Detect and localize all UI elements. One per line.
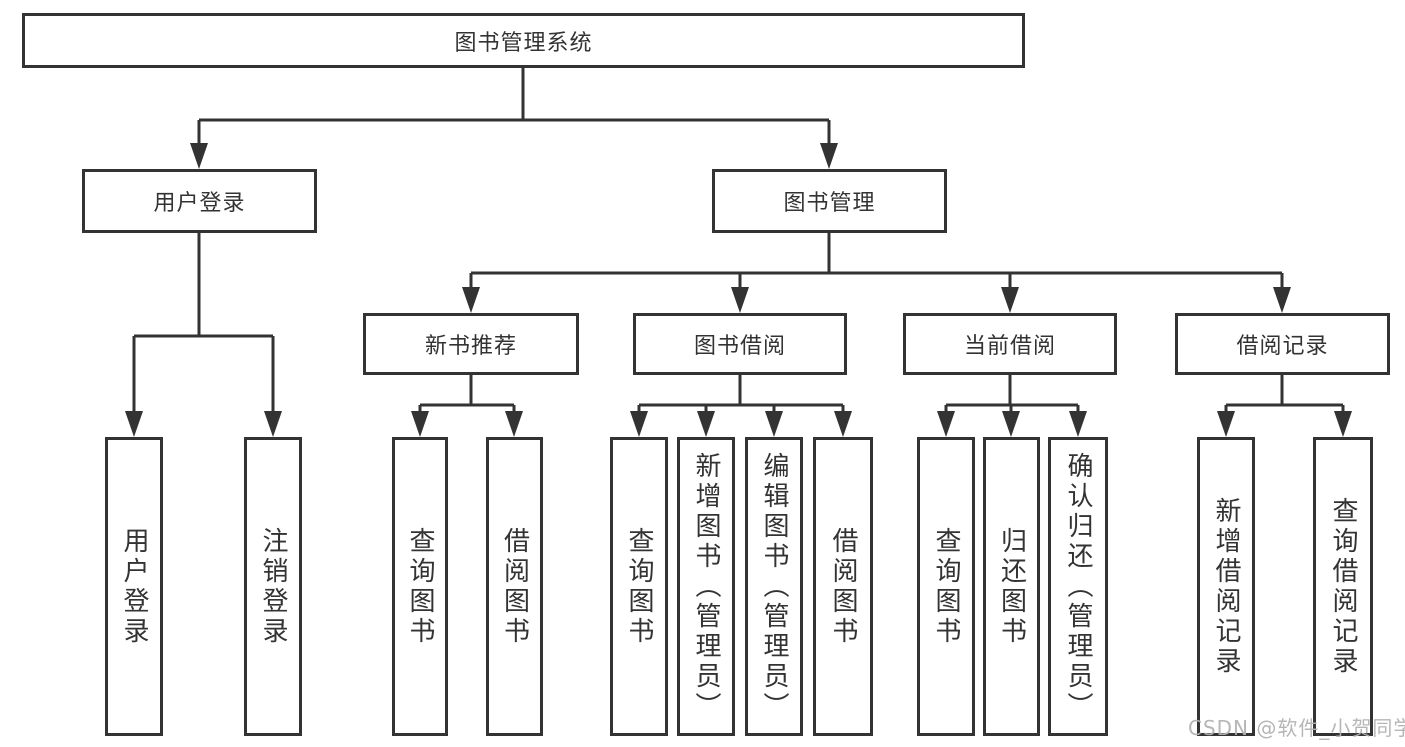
leaf-query-books: 查询图书 [392, 437, 448, 736]
node-label: 用户登录 [153, 191, 246, 216]
leaf-edit-books-admin: 编辑图书（管理员） [745, 437, 803, 736]
leaf-confirm-return-admin: 确认归还（管理员） [1048, 437, 1108, 736]
leaf-label: 用户登录 [119, 526, 149, 647]
node-label: 新书推荐 [424, 334, 517, 359]
leaf-label: 查询借阅记录 [1328, 496, 1358, 677]
node-book-management: 图书管理 [712, 169, 947, 233]
leaf-query-borrow-record: 查询借阅记录 [1313, 437, 1373, 736]
node-label: 图书管理 [783, 191, 876, 216]
node-new-book-recommendation: 新书推荐 [363, 313, 579, 375]
leaf-label: 归还图书 [996, 526, 1027, 647]
node-label: 图书管理系统 [454, 30, 593, 56]
leaf-logout: 注销登录 [244, 437, 302, 736]
leaf-add-borrow-record: 新增借阅记录 [1197, 437, 1255, 736]
arrowhead [411, 411, 429, 437]
node-user-login: 用户登录 [82, 169, 317, 233]
node-label: 当前借阅 [963, 334, 1056, 359]
arrowhead [1217, 411, 1235, 437]
arrowhead [1001, 287, 1019, 313]
arrowhead [697, 411, 715, 437]
arrowhead [765, 411, 783, 437]
arrowhead [1069, 411, 1087, 437]
arrowhead [190, 143, 208, 169]
leaf-return-books: 归还图书 [983, 437, 1040, 736]
node-borrowing-records: 借阅记录 [1175, 313, 1390, 375]
leaf-label: 确认归还（管理员） [1063, 451, 1093, 722]
arrowheads [125, 143, 1352, 437]
leaf-add-books-admin: 新增图书（管理员） [677, 437, 735, 736]
node-book-borrowing: 图书借阅 [633, 313, 847, 375]
arrowhead [630, 411, 648, 437]
leaf-label: 新增图书（管理员） [691, 451, 721, 722]
leaf-label: 借阅图书 [499, 526, 530, 647]
leaf-label: 新增借阅记录 [1211, 496, 1241, 677]
arrowhead [834, 411, 852, 437]
node-library-management-system: 图书管理系统 [22, 13, 1025, 68]
arrowhead [820, 143, 838, 169]
node-label: 图书借阅 [693, 334, 786, 359]
node-current-borrowing: 当前借阅 [903, 313, 1117, 375]
arrowhead [1273, 287, 1291, 313]
leaf-user-login: 用户登录 [105, 437, 163, 736]
arrowhead [937, 411, 955, 437]
leaf-query-books: 查询图书 [610, 437, 668, 736]
leaf-label: 借阅图书 [828, 526, 858, 647]
leaf-borrow-books: 借阅图书 [486, 437, 543, 736]
leaf-query-books: 查询图书 [917, 437, 975, 736]
node-label: 借阅记录 [1236, 334, 1329, 359]
arrowhead [1334, 411, 1352, 437]
arrowhead [125, 411, 143, 437]
csdn-watermark: CSDN @软件_小贺同学 [1188, 716, 1405, 740]
leaf-label: 注销登录 [258, 526, 288, 647]
arrowhead [264, 411, 282, 437]
leaf-label: 查询图书 [931, 526, 961, 647]
arrowhead [505, 411, 523, 437]
arrowhead [731, 287, 749, 313]
leaf-label: 查询图书 [624, 526, 654, 647]
leaf-label: 编辑图书（管理员） [759, 451, 789, 722]
leaf-label: 查询图书 [405, 526, 435, 647]
leaf-borrow-books: 借阅图书 [813, 437, 873, 736]
arrowhead [462, 287, 480, 313]
arrowhead [1002, 411, 1020, 437]
